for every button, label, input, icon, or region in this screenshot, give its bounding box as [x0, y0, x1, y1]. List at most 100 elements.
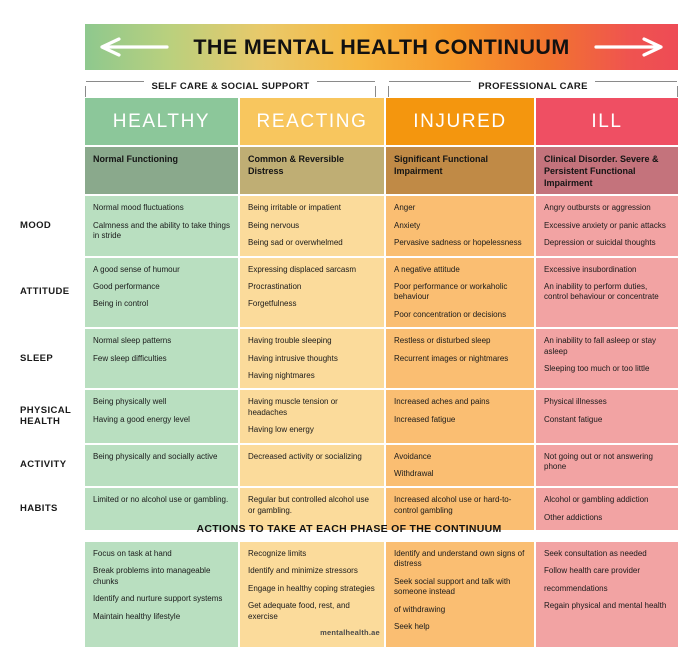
cell-item: Withdrawal [394, 468, 434, 478]
cell-item: Being sad or overwhelmed [248, 238, 343, 248]
action-item: Focus on task at hand [93, 549, 172, 558]
row-cells: Being physically and socially active Decr… [85, 444, 678, 487]
cell-habits-healthy: Limited or no alcohol use or gambling. [85, 488, 238, 531]
cell-item: Normal sleep patterns [93, 336, 172, 346]
column-subtitle-ill: Clinical Disorder. Severe & Persistent F… [536, 147, 678, 195]
cell-item: Having muscle tension or headaches [248, 397, 338, 417]
action-cell-injured: Identify and understand own signs of dis… [386, 542, 534, 648]
column-header-label: ILL [591, 110, 623, 132]
cell-item: An inability to fall asleep or stay asle… [544, 336, 657, 356]
action-item: Seek social support and talk with someon… [394, 576, 511, 597]
cell-activity-reacting: Decreased activity or socializing [240, 444, 384, 487]
bracket-line-right [594, 80, 677, 92]
action-item: Regain physical and mental health [544, 601, 667, 611]
right-arrow-icon [594, 37, 663, 57]
cell-item: Decreased activity or socializing [248, 451, 362, 461]
bracket-label-professional-care: PROFESSIONAL CARE [478, 80, 588, 92]
cell-item: Increased fatigue [394, 414, 456, 424]
bracket-line-right [316, 80, 375, 92]
row-label-attitude: ATTITUDE [20, 286, 70, 298]
column-subtitle-row: Normal Functioning Common & Reversible Di… [20, 147, 678, 195]
cell-item: Procrastination [248, 281, 302, 291]
cell-item: Constant fatigue [544, 414, 603, 424]
cell-item: Depression or suicidal thoughts [544, 238, 656, 248]
cell-item: Poor concentration or decisions [394, 309, 507, 319]
action-item: recommendations [544, 583, 608, 593]
bracket-tick-right [677, 86, 678, 97]
cell-item: Having a good energy level [93, 414, 190, 424]
action-item: Break problems into manageable chunks [93, 566, 211, 586]
column-subtitle-label: Clinical Disorder. Severe & Persistent F… [544, 154, 659, 189]
bracket-self-care: SELF CARE & SOCIAL SUPPORT [85, 75, 376, 97]
row-label-activity: ACTIVITY [20, 459, 67, 471]
cell-item: Excessive insubordination [544, 264, 637, 274]
care-brackets: SELF CARE & SOCIAL SUPPORT PROFESSIONAL … [85, 75, 678, 97]
row-cells: Limited or no alcohol use or gambling.Re… [85, 488, 678, 531]
cell-item: Recurrent images or nightmares [394, 353, 509, 363]
action-item: Identify and minimize stressors [248, 566, 358, 576]
cell-item: Being irritable or impatient [248, 203, 341, 213]
column-header-label: REACTING [256, 110, 368, 132]
cell-item: Avoidance [394, 451, 432, 461]
cell-item: Excessive anxiety or panic attacks [544, 220, 666, 230]
column-subtitle-label: Significant Functional Impairment [394, 154, 488, 177]
cell-item: Being physically well [93, 397, 167, 407]
column-subtitle-label: Normal Functioning [93, 154, 178, 164]
page-title: THE MENTAL HEALTH CONTINUUM [193, 34, 570, 59]
action-item: Engage in healthy coping strategies [248, 583, 375, 593]
column-subtitle-injured: Significant Functional Impairment [386, 147, 534, 195]
cell-activity-ill: Not going out or not answering phone [536, 444, 678, 487]
bracket-line-left [86, 80, 145, 92]
row-label-habits: HABITS [20, 503, 58, 515]
cell-item: Having low energy [248, 425, 314, 435]
action-item: Identify and understand own signs of dis… [394, 549, 525, 569]
cell-item: Expressing displaced sarcasm [248, 264, 357, 274]
cell-item: A negative attitude [394, 264, 460, 274]
column-header-injured: INJURED [386, 98, 534, 145]
actions-section-title: ACTIONS TO TAKE AT EACH PHASE OF THE CON… [196, 523, 502, 535]
column-subtitle-reacting: Common & Reversible Distress [240, 147, 384, 195]
action-item: of withdrawing [394, 604, 446, 614]
column-header-reacting: REACTING [240, 98, 384, 145]
action-item: Get adequate food, rest, and exercise [248, 601, 350, 621]
cell-item: Poor performance or workaholic behaviour [394, 281, 508, 302]
column-header-ill: ILL [536, 98, 678, 145]
cell-item: Calmness and the ability to take things … [93, 220, 230, 241]
bracket-line-left [389, 80, 472, 92]
cell-item: Having trouble sleeping [248, 336, 332, 346]
cell-item: Being physically and socially active [93, 451, 218, 461]
continuum-row: ACTIVITY Being physically and socially ac… [20, 444, 678, 487]
bracket-tick-right [375, 86, 376, 97]
continuum-row: HABITS Limited or no alcohol use or gambl… [20, 488, 678, 531]
cell-item: Being nervous [248, 220, 300, 230]
action-item: Seek consultation as needed [544, 549, 647, 558]
bracket-tick-left [85, 86, 86, 97]
cell-sleep-ill: An inability to fall asleep or stay asle… [536, 329, 678, 389]
bracket-tick-left [388, 86, 389, 97]
left-arrow-icon [100, 37, 169, 57]
cell-item: Anger [394, 203, 416, 213]
action-item: Recognize limits [248, 549, 307, 558]
column-header-label: INJURED [413, 110, 507, 132]
cell-item: Angry outbursts or aggression [544, 203, 651, 213]
